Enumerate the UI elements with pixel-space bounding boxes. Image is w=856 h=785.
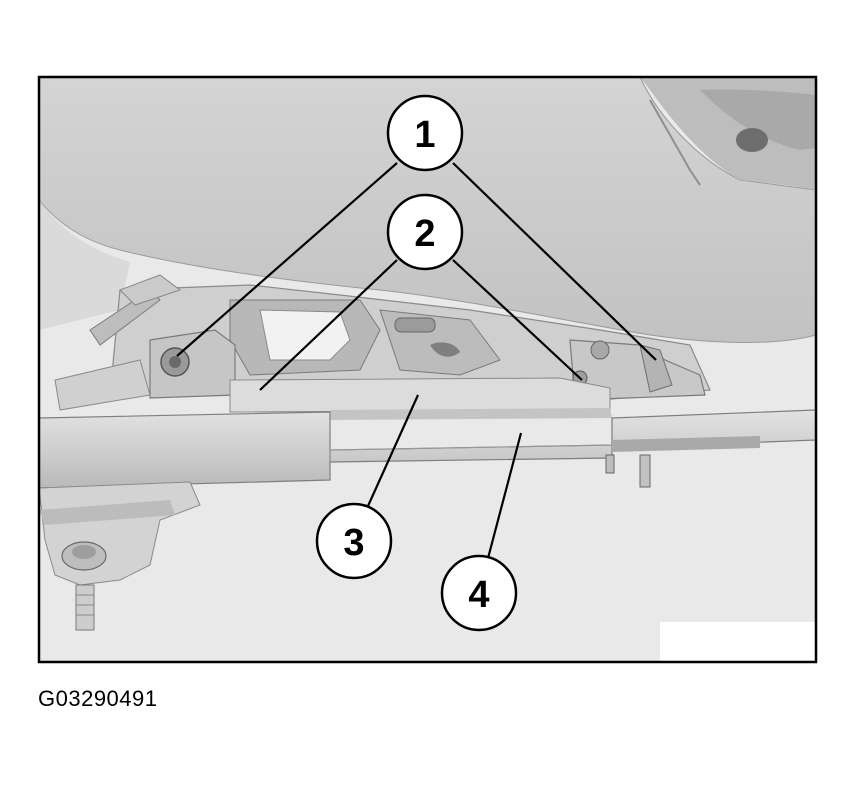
callout-3: 3 <box>315 502 393 580</box>
callout-1: 1 <box>386 94 464 172</box>
callout-1-label: 1 <box>414 114 435 156</box>
callout-3-label: 3 <box>343 522 364 564</box>
callout-4: 4 <box>440 554 518 632</box>
figure-id-label: G03290491 <box>38 686 158 711</box>
trim-strip <box>229 377 611 413</box>
callout-2: 2 <box>386 193 464 271</box>
leader-lines <box>176 162 657 563</box>
image-frame <box>37 75 818 664</box>
callout-2-label: 2 <box>414 213 435 255</box>
callout-4-label: 4 <box>468 574 489 616</box>
